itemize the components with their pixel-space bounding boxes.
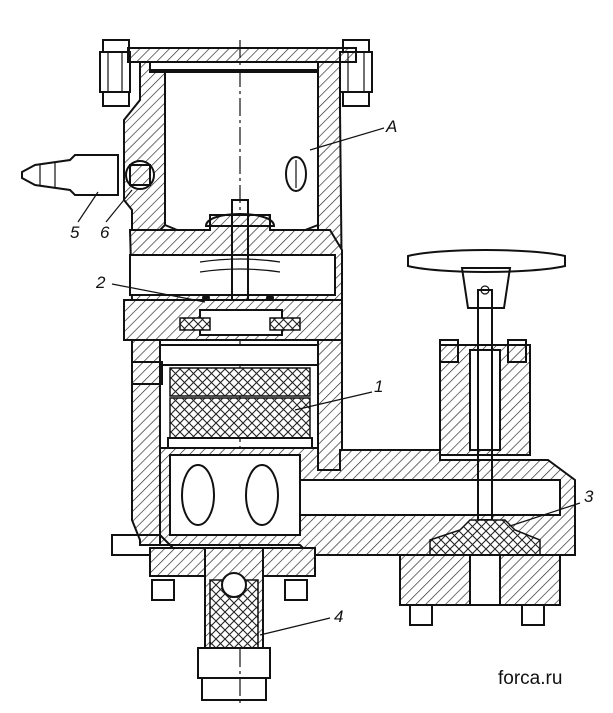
callout-3: 3 xyxy=(584,487,594,506)
nut-bottom-mid xyxy=(284,579,308,601)
callout-4: 4 xyxy=(334,607,343,626)
upper-housing xyxy=(123,40,344,705)
bolt-top-right xyxy=(339,39,373,107)
nut-bottom-left xyxy=(151,579,175,601)
bottom-flange xyxy=(149,547,316,701)
cylinder xyxy=(131,339,343,546)
callout-1: 1 xyxy=(374,377,383,396)
callout-a: A xyxy=(385,117,397,136)
callout-5: 5 xyxy=(70,223,80,242)
middle-body xyxy=(123,299,343,341)
side-fitting xyxy=(21,154,155,196)
valve-seat-section xyxy=(128,199,343,321)
bolt-top-left xyxy=(99,39,131,107)
right-valve xyxy=(399,249,566,606)
leader-lines xyxy=(77,127,581,636)
nut-bottom-right-b xyxy=(521,604,545,626)
callout-6: 6 xyxy=(100,223,110,242)
callout-2: 2 xyxy=(95,273,106,292)
nut-bottom-right-a xyxy=(409,604,433,626)
nut-left-body xyxy=(131,361,163,385)
watermark: forca.ru xyxy=(498,668,562,689)
